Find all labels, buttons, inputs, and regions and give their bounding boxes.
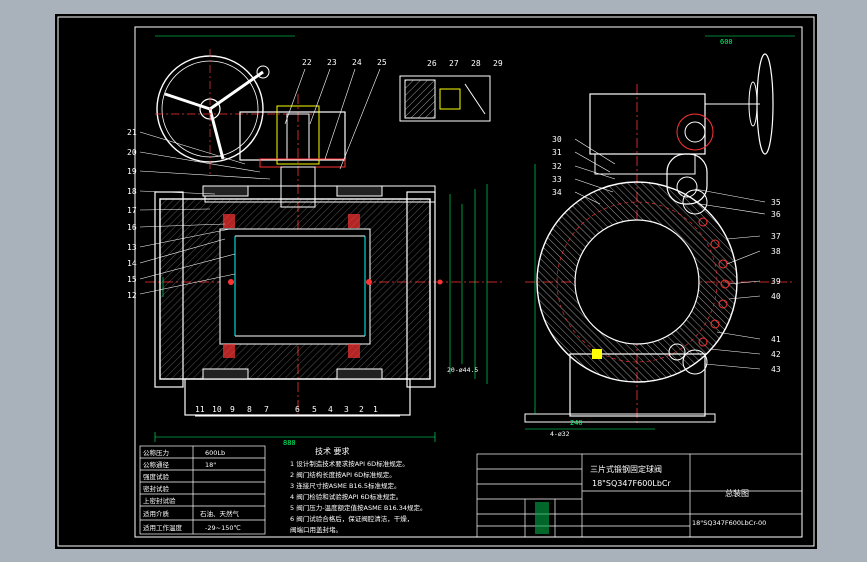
- svg-text:10: 10: [212, 405, 222, 414]
- part-labels-right-left: 30 31 32 33 34: [552, 135, 562, 197]
- svg-text:36: 36: [771, 210, 781, 219]
- drawing-canvas: 880 20-ø44.5 22 23 24 25 26 27 28 29 21 …: [57, 16, 815, 547]
- svg-text:适用工作温度: 适用工作温度: [143, 523, 183, 532]
- svg-text:42: 42: [771, 350, 781, 359]
- svg-text:18: 18: [127, 187, 137, 196]
- svg-text:2 阀门结构长度按API 6D标准规定。: 2 阀门结构长度按API 6D标准规定。: [290, 470, 396, 479]
- title-name: 三片式锻钢固定球阀: [590, 464, 662, 474]
- svg-text:600Lb: 600Lb: [205, 449, 225, 457]
- svg-text:14: 14: [127, 259, 137, 268]
- technical-notes: 技术 要求 1 设计制造技术要求按API 6D标准规定。 2 阀门结构长度按AP…: [290, 446, 426, 534]
- sheet-title: 总装图: [725, 488, 749, 498]
- dimension-lines-right: [525, 35, 795, 430]
- dim-anchor: 4-ø32: [550, 430, 570, 438]
- svg-text:公称压力: 公称压力: [143, 448, 169, 457]
- cad-viewport[interactable]: 880 20-ø44.5 22 23 24 25 26 27 28 29 21 …: [55, 14, 817, 549]
- detail-view: [399, 75, 491, 122]
- spec-table: [139, 445, 266, 535]
- svg-text:上密封试验: 上密封试验: [143, 496, 176, 505]
- svg-text:5: 5: [312, 405, 317, 414]
- dim-flange-offset: 20-ø44.5: [447, 366, 478, 374]
- front-section-view: [145, 49, 505, 417]
- spec-table-text: 公称压力 600Lb 公称通径 18" 强度试验 密封试验 上密封试验 适用介质…: [143, 448, 241, 532]
- svg-text:8: 8: [247, 405, 252, 414]
- svg-text:19: 19: [127, 167, 137, 176]
- svg-text:17: 17: [127, 206, 137, 215]
- svg-text:33: 33: [552, 175, 562, 184]
- svg-text:石油、天然气: 石油、天然气: [200, 509, 240, 518]
- leader-lines-right: [574, 138, 766, 370]
- svg-text:3 连接尺寸按ASME B16.5标准规定。: 3 连接尺寸按ASME B16.5标准规定。: [290, 481, 401, 490]
- dim-bottom-total: 880: [283, 439, 296, 447]
- svg-text:密封试验: 密封试验: [143, 484, 170, 493]
- svg-text:38: 38: [771, 247, 781, 256]
- part-labels-top: 22 23 24 25 26 27 28 29: [302, 58, 503, 68]
- svg-text:-29~150℃: -29~150℃: [205, 524, 241, 532]
- svg-text:23: 23: [327, 58, 337, 67]
- svg-text:4 阀门检验和试验按API 6D标准规定。: 4 阀门检验和试验按API 6D标准规定。: [290, 492, 402, 501]
- svg-text:26: 26: [427, 59, 437, 68]
- svg-text:34: 34: [552, 188, 562, 197]
- title-block-highlight: [535, 502, 549, 534]
- svg-text:9: 9: [230, 405, 235, 414]
- svg-text:公称通径: 公称通径: [143, 460, 170, 469]
- side-view: [524, 53, 795, 424]
- svg-text:5 阀门压力-温度额定值按ASME B16.34规定。: 5 阀门压力-温度额定值按ASME B16.34规定。: [290, 503, 426, 512]
- svg-text:29: 29: [493, 59, 503, 68]
- svg-text:12: 12: [127, 291, 137, 300]
- notes-heading: 技术 要求: [315, 446, 350, 456]
- svg-text:1: 1: [373, 405, 378, 414]
- svg-text:37: 37: [771, 232, 781, 241]
- svg-text:28: 28: [471, 59, 481, 68]
- dimension-lines-left: [154, 35, 488, 442]
- svg-text:20: 20: [127, 148, 137, 157]
- svg-text:41: 41: [771, 335, 781, 344]
- svg-text:1 设计制造技术要求按API 6D标准规定。: 1 设计制造技术要求按API 6D标准规定。: [290, 459, 409, 468]
- svg-text:25: 25: [377, 58, 387, 67]
- svg-text:13: 13: [127, 243, 137, 252]
- svg-text:6 阀门试验合格后，保证阀腔清洁，干燥，: 6 阀门试验合格后，保证阀腔清洁，干燥，: [290, 514, 413, 523]
- svg-text:强度试验: 强度试验: [143, 472, 170, 481]
- svg-text:阀端口用盖封堵。: 阀端口用盖封堵。: [290, 525, 342, 534]
- svg-text:24: 24: [352, 58, 362, 67]
- part-labels-left-side: 21 20 19 18 17 16 13 14 15 12: [127, 128, 137, 300]
- drawing-number: 18"SQ347F600LbCr-00: [692, 519, 766, 527]
- title-block: [476, 453, 803, 538]
- dim-small: 240: [570, 419, 583, 427]
- svg-text:适用介质: 适用介质: [143, 509, 170, 518]
- title-model: 18"SQ347F600LbCr: [592, 479, 671, 488]
- svg-text:2: 2: [359, 405, 364, 414]
- svg-text:31: 31: [552, 148, 562, 157]
- svg-text:22: 22: [302, 58, 312, 67]
- svg-text:18": 18": [205, 461, 216, 469]
- inner-frame: [134, 26, 803, 538]
- svg-text:27: 27: [449, 59, 459, 68]
- svg-text:11: 11: [195, 405, 205, 414]
- part-labels-right-side: 35 36 37 38 39 40 41 42 43: [771, 198, 781, 374]
- leader-lines-left: [139, 68, 381, 295]
- svg-text:30: 30: [552, 135, 562, 144]
- svg-text:40: 40: [771, 292, 781, 301]
- svg-text:32: 32: [552, 162, 562, 171]
- svg-text:6: 6: [295, 405, 300, 414]
- svg-text:15: 15: [127, 275, 137, 284]
- svg-text:3: 3: [344, 405, 349, 414]
- svg-text:39: 39: [771, 277, 781, 286]
- svg-text:7: 7: [264, 405, 269, 414]
- part-labels-bottom: 11 10 9 8 7 6 5 4 3 2 1: [195, 405, 378, 414]
- svg-text:4: 4: [328, 405, 333, 414]
- outer-frame: [57, 16, 815, 547]
- dim-right-width: 600: [720, 38, 733, 46]
- svg-text:35: 35: [771, 198, 781, 207]
- svg-text:21: 21: [127, 128, 137, 137]
- svg-text:43: 43: [771, 365, 781, 374]
- svg-text:16: 16: [127, 223, 137, 232]
